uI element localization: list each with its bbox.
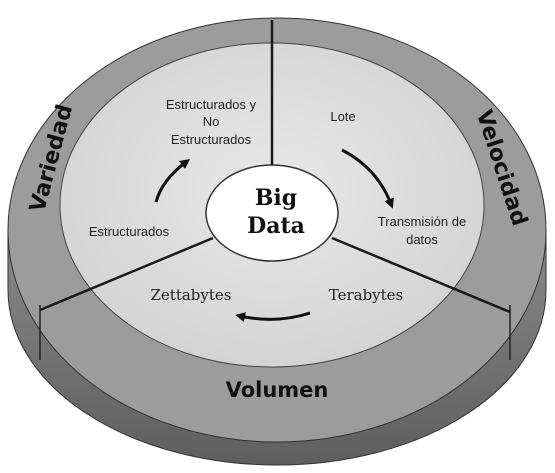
velocidad-to-line2: datos [406,232,438,247]
center-circle [205,164,339,262]
divider-right [331,236,511,314]
center-label-line1: Big [255,185,297,211]
center-label-line2: Data [247,213,305,239]
volumen-to-label: Zettabytes [151,286,232,304]
velocidad-arrow [341,148,394,209]
variedad-to-line1: Estructurados y [166,97,257,112]
volumen-arrow [235,311,311,322]
velocidad-from-label: Lote [330,109,355,124]
variedad-to-line2: No [203,114,220,129]
label-volumen: Volumen [226,378,329,402]
variedad-from-label: Estructurados [89,224,170,239]
variedad-arrow [154,158,190,203]
variedad-to-line3: Estructurados [171,132,252,147]
divider-left [39,236,214,312]
velocidad-to-line1: Transmisión de [378,214,466,229]
volumen-from-label: Terabytes [329,286,404,304]
